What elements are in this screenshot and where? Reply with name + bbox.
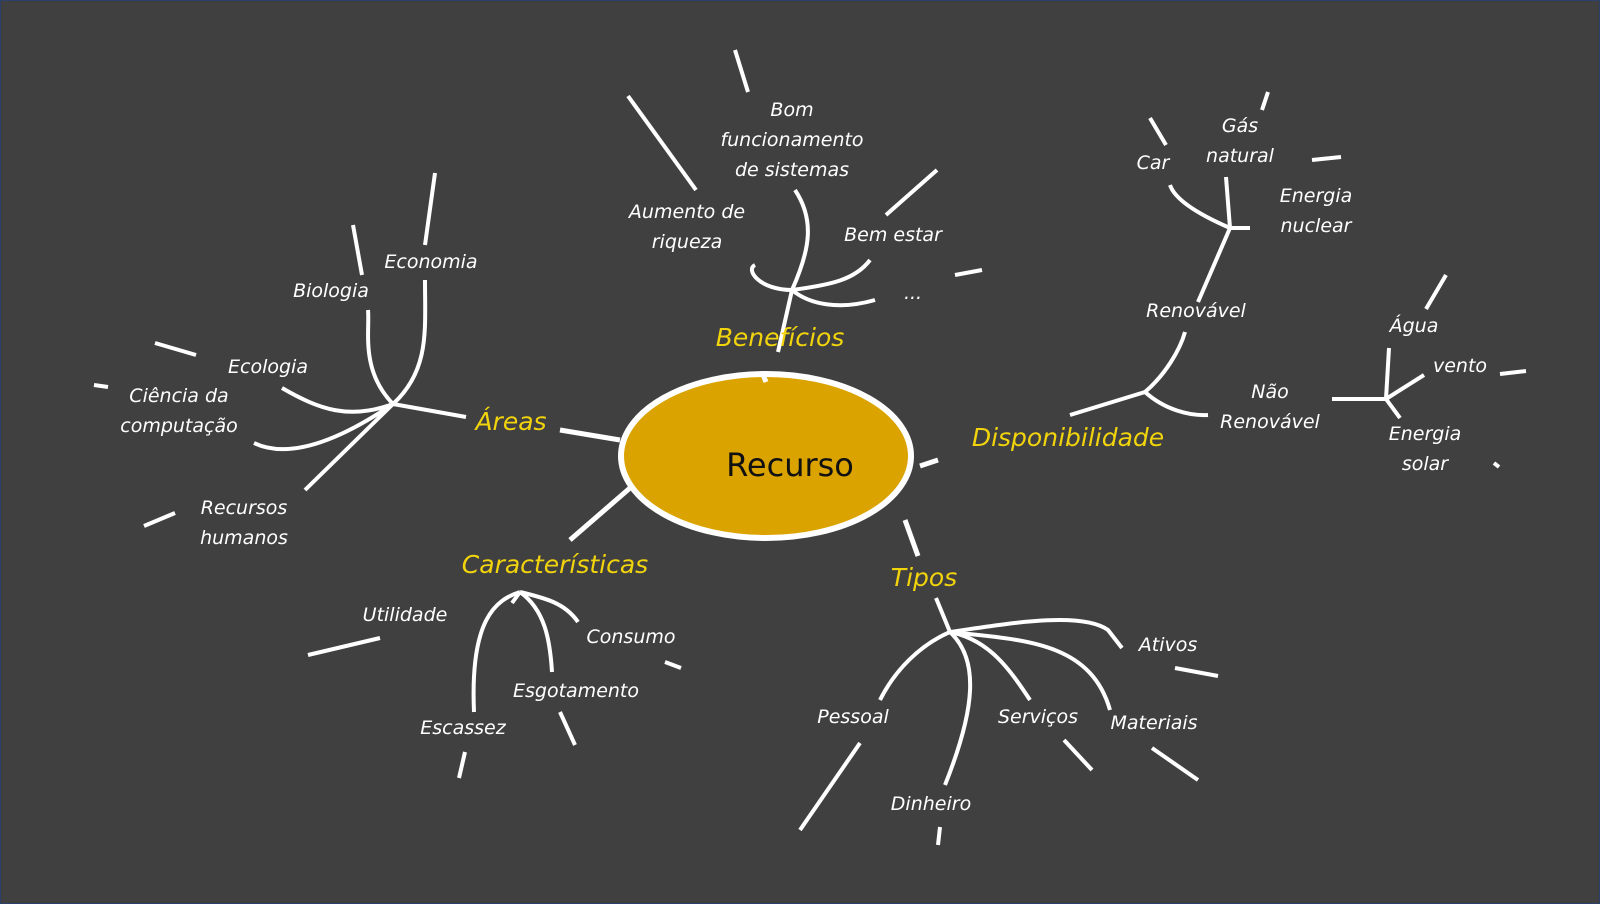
branch-caracteristicas[interactable]: Características xyxy=(461,550,649,579)
disponibilidade-lines xyxy=(1069,91,1527,469)
node-materiais[interactable]: Materiais xyxy=(1110,712,1198,734)
node-energia-solar[interactable]: Energia solar xyxy=(1388,423,1462,475)
node-biologia[interactable]: Biologia xyxy=(293,280,369,302)
node-renovavel[interactable]: Renovável xyxy=(1146,300,1246,322)
node-vento[interactable]: vento xyxy=(1432,355,1488,377)
center-node-shape xyxy=(618,371,914,541)
caracteristicas-lines xyxy=(307,590,682,779)
node-servicos[interactable]: Serviços xyxy=(997,706,1079,728)
branch-tipos[interactable]: Tipos xyxy=(890,563,958,592)
node-ciencia-computacao[interactable]: Ciência da computação xyxy=(120,385,238,437)
node-escassez[interactable]: Escassez xyxy=(420,717,506,739)
node-more[interactable]: ... xyxy=(903,282,923,304)
node-ativos[interactable]: Ativos xyxy=(1138,634,1198,656)
beneficios-lines xyxy=(626,49,983,353)
tipos-lines xyxy=(798,597,1219,846)
node-bom-funcionamento[interactable]: Bom funcionamento de sistemas xyxy=(720,99,864,181)
main-connectors xyxy=(559,371,939,557)
node-gas-natural[interactable]: Gás natural xyxy=(1206,115,1274,167)
branch-beneficios[interactable]: Benefícios xyxy=(715,323,845,352)
node-energia-nuclear[interactable]: Energia nuclear xyxy=(1279,185,1353,237)
node-utilidade[interactable]: Utilidade xyxy=(362,604,448,626)
branch-disponibilidade[interactable]: Disponibilidade xyxy=(971,423,1165,452)
branch-areas[interactable]: Áreas xyxy=(475,407,547,436)
areas-lines xyxy=(93,172,467,528)
node-aumento-riqueza[interactable]: Aumento de riqueza xyxy=(628,201,746,253)
node-esgotamento[interactable]: Esgotamento xyxy=(513,680,639,702)
node-consumo[interactable]: Consumo xyxy=(586,626,676,648)
center-node-label[interactable]: Recurso xyxy=(726,446,854,484)
node-nao-renovavel[interactable]: Não Renovável xyxy=(1220,381,1320,433)
node-agua[interactable]: Água xyxy=(1389,315,1439,337)
node-pessoal[interactable]: Pessoal xyxy=(817,706,889,728)
node-ecologia[interactable]: Ecologia xyxy=(228,356,308,378)
node-dinheiro[interactable]: Dinheiro xyxy=(890,793,972,815)
node-recursos-humanos[interactable]: Recursos humanos xyxy=(200,497,288,549)
node-carvao[interactable]: Car xyxy=(1136,152,1170,174)
node-economia[interactable]: Economia xyxy=(384,251,478,273)
node-bem-estar[interactable]: Bem estar xyxy=(844,224,942,246)
